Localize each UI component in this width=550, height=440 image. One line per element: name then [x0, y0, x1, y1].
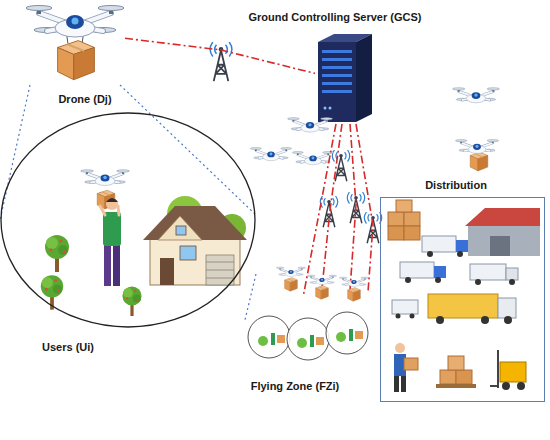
zone-user [310, 335, 314, 347]
server-icon [318, 34, 372, 122]
ellipse-outline [0, 112, 256, 328]
zone-user [271, 333, 275, 345]
zone-tree [297, 338, 307, 348]
zone-circle [326, 312, 368, 354]
node-label: Distribution [381, 178, 531, 192]
zoom-line [245, 274, 256, 320]
fleet-drones [250, 88, 499, 302]
zoom-line [0, 85, 30, 220]
control-link [322, 124, 342, 288]
zone-tree [258, 336, 268, 346]
cell-towers [210, 42, 382, 243]
circles-outline [245, 295, 375, 370]
control-link [356, 124, 373, 292]
node-label: Users (Ui) [42, 340, 132, 354]
flying-zone: Flying Zone (FZi) [245, 295, 375, 370]
delivery-drone [26, 6, 124, 80]
zone-circle [287, 318, 329, 360]
zone-parcel [316, 337, 324, 345]
distribution-box: Distribution [380, 197, 545, 402]
zone-user [349, 329, 353, 341]
node-label: Ground Controlling Server (GCS) [220, 10, 450, 24]
users-scene [41, 170, 247, 316]
control-link [350, 124, 356, 290]
zone-circle [248, 316, 290, 358]
zoom-line [120, 85, 255, 214]
zoom-ellipse [1, 113, 255, 327]
zone-parcel [355, 331, 363, 339]
node-label: Drone (Dj) [35, 92, 135, 106]
distribution-scene [388, 200, 540, 392]
node-label: Flying Zone (FZi) [230, 379, 360, 393]
server-node: Ground Controlling Server (GCS) [315, 32, 375, 124]
control-link [304, 124, 337, 295]
users-zone: Users (Ui) [0, 112, 256, 328]
zone-parcel [277, 335, 285, 343]
zone-tree [336, 332, 346, 342]
drone-node: Drone (Dj) [25, 0, 125, 85]
control-link [125, 38, 315, 73]
